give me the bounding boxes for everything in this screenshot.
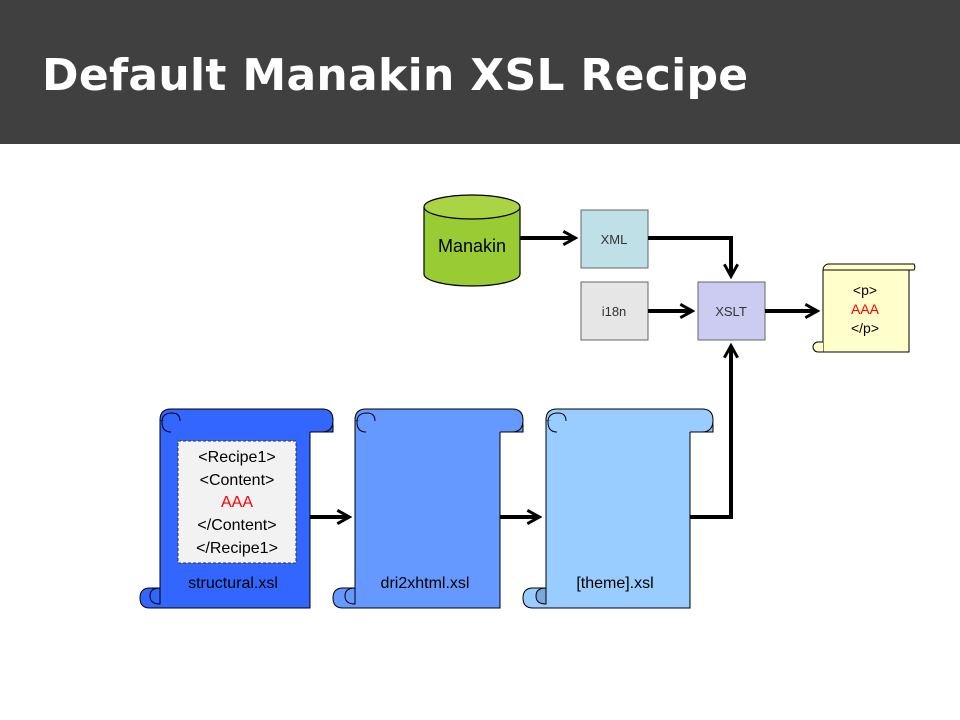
structural-xsl-scroll: <Recipe1> <Content> AAA </Content> </Rec… (139, 408, 334, 609)
xml-box: XML (580, 209, 649, 269)
xslt-label: XSLT (715, 304, 747, 319)
manakin-database: Manakin (423, 194, 521, 287)
recipe-open-tag: <Recipe1> (198, 449, 275, 466)
recipe-box (177, 440, 297, 564)
output-scroll: <p> AAA </p> (812, 263, 916, 353)
arrow-xml-to-xslt (648, 236, 731, 275)
flow-arrows (310, 238, 816, 517)
dri2xhtml-xsl-scroll: dri2xhtml.xsl (332, 408, 524, 609)
output-open-tag: <p> (853, 282, 877, 298)
i18n-box: i18n (580, 281, 649, 341)
content-open-tag: <Content> (200, 472, 275, 489)
output-close-tag: </p> (851, 320, 879, 336)
page-title: Default Manakin XSL Recipe (42, 50, 749, 101)
content-close-tag: </Content> (197, 517, 276, 534)
arrow-theme-to-xslt (690, 347, 731, 519)
scroll-label: structural.xsl (188, 575, 278, 592)
xslt-box: XSLT (697, 281, 766, 341)
i18n-label: i18n (602, 304, 627, 319)
output-content: AAA (851, 301, 880, 317)
xml-label: XML (601, 232, 628, 247)
scroll-label: [theme].xsl (576, 575, 653, 592)
manakin-label: Manakin (438, 236, 506, 256)
theme-xsl-scroll: [theme].xsl (522, 408, 714, 609)
recipe-content: AAA (221, 494, 253, 511)
recipe-close-tag: </Recipe1> (196, 540, 278, 557)
title-bar: Default Manakin XSL Recipe (0, 0, 960, 144)
scroll-label: dri2xhtml.xsl (381, 575, 470, 592)
